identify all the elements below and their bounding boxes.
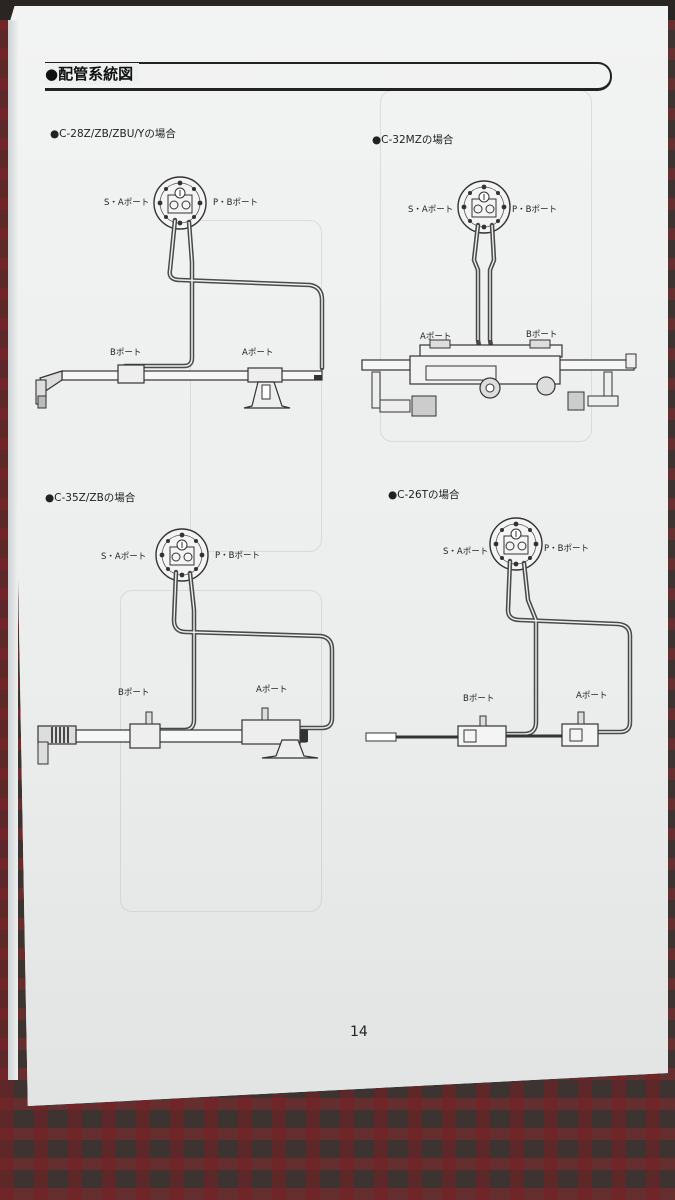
helm-pump-icon [153, 176, 207, 230]
section-header: ●配管系統図 [45, 62, 615, 92]
sa-port-label: S・Aポート [104, 198, 150, 208]
hose-b [122, 219, 195, 369]
page-binding-edge [8, 20, 18, 1080]
steering-cylinder [457, 725, 507, 747]
helm-pump-icon [489, 517, 543, 571]
sa-port-label: S・Aポート [443, 547, 489, 557]
page-title: ●配管系統図 [45, 63, 140, 84]
a-port-label: Aポート [576, 691, 608, 701]
pb-port-label: P・Bポート [512, 205, 557, 215]
steering-cylinder [61, 370, 323, 381]
b-port-label: Bポート [118, 688, 150, 698]
diagram-c35z [37, 528, 335, 765]
hose-b [145, 570, 197, 733]
diagram-heading-c32mz: ●C-32MZの場合 [372, 134, 454, 146]
diagram-c32mz [361, 180, 637, 417]
header-rule [45, 62, 612, 91]
show-through-ghost [190, 220, 322, 552]
a-port-label: Aポート [256, 685, 288, 695]
show-through-ghost [120, 590, 322, 912]
pb-port-label: P・Bポート [215, 551, 260, 561]
sa-port-label: S・Aポート [101, 552, 147, 562]
helm-pump-icon [457, 180, 511, 234]
helm-pump-icon [155, 528, 209, 582]
b-port-label: Bポート [110, 348, 142, 358]
b-port-label: Bポート [526, 330, 558, 340]
diagram-c26t [365, 517, 633, 747]
a-port-label: Aポート [242, 348, 274, 358]
b-port-label: Bポート [463, 694, 495, 704]
pb-port-label: P・Bポート [544, 544, 589, 554]
diagram-heading-c28z: ●C-28Z/ZB/ZBU/Yの場合 [50, 128, 176, 140]
pb-port-label: P・Bポート [213, 198, 258, 208]
sa-port-label: S・Aポート [408, 205, 454, 215]
page-surface [8, 6, 668, 1106]
page-number: 14 [350, 1024, 368, 1040]
hose-a [171, 569, 335, 731]
diagram-c28z [35, 176, 325, 409]
diagram-heading-c35z: ●C-35Z/ZBの場合 [45, 492, 136, 504]
hose-a [471, 222, 483, 355]
a-port-label: Aポート [420, 332, 452, 342]
manual-page [8, 6, 668, 1106]
diagram-heading-c26t: ●C-26Tの場合 [388, 489, 460, 501]
